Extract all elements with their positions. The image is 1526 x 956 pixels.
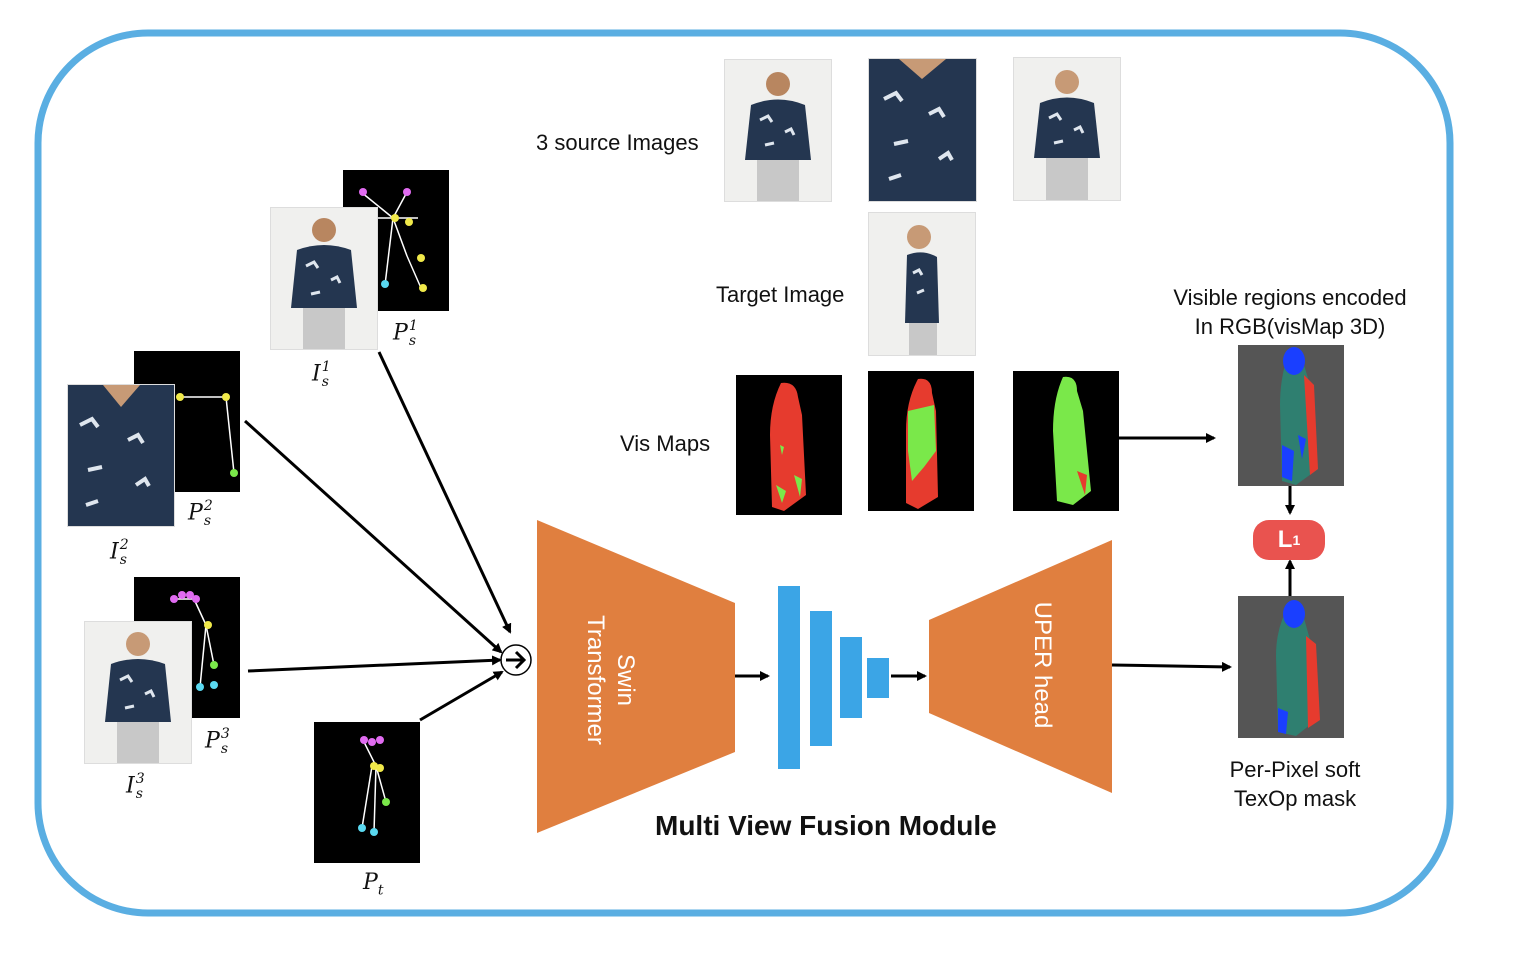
source-image-back: [724, 59, 832, 202]
output-texop-mask: [1238, 596, 1344, 738]
vis-map-2: [868, 371, 974, 511]
module-title: Multi View Fusion Module: [655, 810, 997, 841]
label-swin: Swin: [612, 653, 639, 707]
image-i3: [84, 621, 192, 764]
loss-main-text: L: [1277, 526, 1293, 553]
loss-subscript: 1: [1292, 532, 1301, 548]
label-target-image: Target Image: [716, 282, 845, 307]
fusion-symbol: [506, 650, 527, 670]
label-source-images: 3 source Images: [536, 130, 699, 155]
label-uper-head: UPER head: [1029, 601, 1056, 729]
source-image-closeup: [868, 58, 977, 202]
feature-bar-2: [810, 611, 832, 746]
arrow-i1: [377, 351, 512, 634]
label-vis-maps: Vis Maps: [620, 431, 711, 456]
vis-map-1: [736, 375, 842, 515]
arrow-i3: [247, 655, 502, 673]
feature-bar-3: [840, 637, 862, 718]
outer-frame: [34, 29, 1454, 917]
target-image: [868, 212, 976, 356]
rgb-vis-map: [1238, 345, 1344, 486]
vis-map-3: [1013, 371, 1119, 511]
uper-decoder-shape: [929, 540, 1112, 793]
arrow-i2: [243, 419, 503, 654]
math-pt: Pt: [363, 870, 384, 899]
arrow-pt: [419, 670, 504, 722]
swin-encoder-shape: [537, 520, 735, 833]
image-i2: [67, 384, 175, 527]
source-image-front: [1013, 57, 1121, 201]
feature-bar-1: [778, 586, 800, 769]
arrow-decoder-output: [1111, 661, 1232, 672]
pose-pt: [314, 722, 420, 863]
label-vismap-line1: Visible regions encoded: [1173, 285, 1407, 310]
label-output-line1: Per-Pixel soft: [1229, 757, 1361, 782]
label-output-line2: TexOp mask: [1233, 786, 1357, 811]
feature-bar-4: [867, 658, 889, 698]
label-transformer: Transformer: [582, 615, 609, 745]
label-vismap-line2: In RGB(visMap 3D): [1194, 314, 1386, 339]
image-i1: [270, 207, 378, 350]
label-swin-transformer: Swin Transformer: [580, 600, 640, 760]
